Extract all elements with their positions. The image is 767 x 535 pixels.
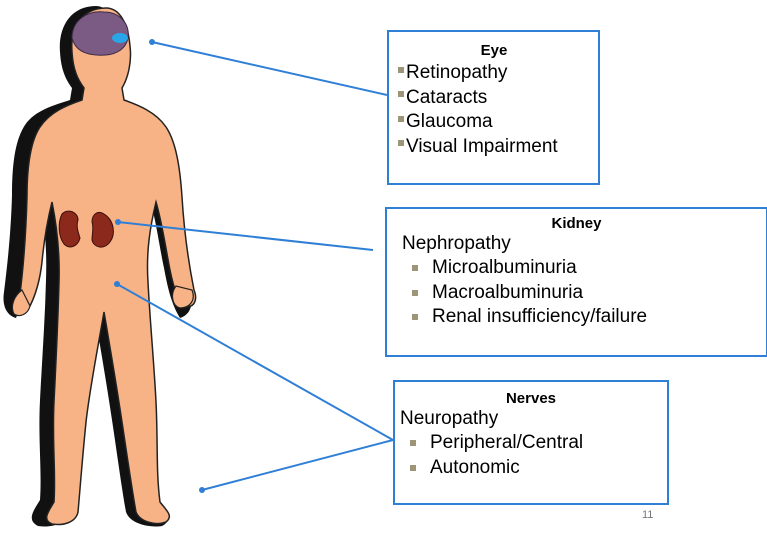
bullet-icon: [412, 290, 418, 296]
kidney-title: Kidney: [402, 215, 751, 232]
bullet-icon: [412, 265, 418, 271]
kidney-connector: [118, 222, 373, 250]
nerves-list: Peripheral/Central Autonomic: [400, 431, 667, 480]
nerves-subtitle: Neuropathy: [400, 407, 667, 431]
nerves-connector-upper-dot: [114, 281, 120, 287]
bullet-icon: [412, 314, 418, 320]
list-item: Glaucoma: [398, 110, 590, 135]
list-item: Autonomic: [400, 456, 667, 481]
list-item: Renal insufficiency/failure: [402, 305, 766, 330]
eye-title: Eye: [398, 42, 590, 59]
list-item: Macroalbuminuria: [402, 281, 766, 306]
page-number: 11: [642, 509, 653, 521]
kidney-box: Kidney Nephropathy Microalbuminuria Macr…: [385, 207, 767, 357]
list-item: Retinopathy: [398, 61, 590, 86]
list-item: Peripheral/Central: [400, 431, 667, 456]
bullet-icon: [398, 91, 404, 97]
eye-connector-dot: [149, 39, 155, 45]
eye-list: Retinopathy Cataracts Glaucoma Visual Im…: [398, 61, 590, 159]
nerves-connector-lower-dot: [199, 487, 205, 493]
eye-connector: [152, 42, 387, 95]
bullet-icon: [410, 440, 416, 446]
eye-box: Eye Retinopathy Cataracts Glaucoma Visua…: [387, 30, 600, 185]
list-item: Cataracts: [398, 86, 590, 111]
eye-highlight: [112, 33, 128, 43]
nerves-connector-lower: [202, 440, 393, 490]
nerves-title: Nerves: [400, 390, 662, 407]
nerves-box: Nerves Neuropathy Peripheral/Central Aut…: [393, 380, 669, 505]
kidney-list: Microalbuminuria Macroalbuminuria Renal …: [402, 256, 766, 330]
list-item: Microalbuminuria: [402, 256, 766, 281]
list-item: Visual Impairment: [398, 135, 590, 160]
nerves-connector-upper: [117, 284, 393, 440]
right-hand: [173, 286, 194, 308]
bullet-icon: [398, 116, 404, 122]
bullet-icon: [398, 67, 404, 73]
kidney-connector-dot: [115, 219, 121, 225]
bullet-icon: [410, 465, 416, 471]
kidney-left: [59, 211, 80, 247]
kidney-subtitle: Nephropathy: [402, 232, 766, 256]
bullet-icon: [398, 140, 404, 146]
